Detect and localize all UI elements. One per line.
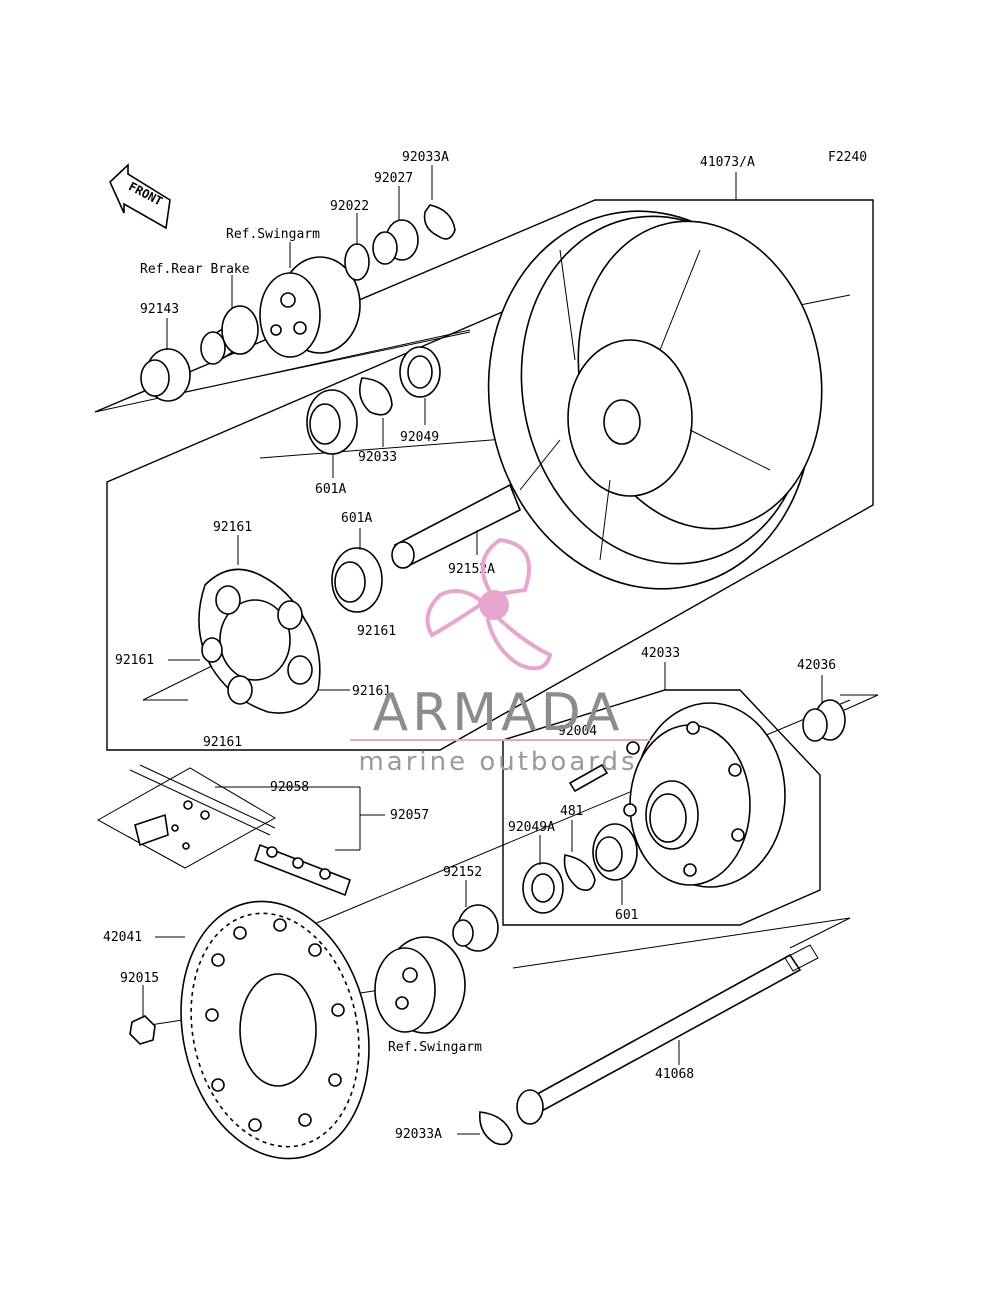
callout-92033A-top: 92033A <box>402 150 449 165</box>
callout-ref-swingarm-top: Ref.Swingarm <box>226 227 320 242</box>
callout-42041: 42041 <box>103 930 142 945</box>
part-92143-collar[interactable] <box>140 348 191 402</box>
part-601A-bearing-mid[interactable] <box>331 547 383 613</box>
callout-92022: 92022 <box>330 199 369 214</box>
propeller-logo-icon <box>425 537 553 671</box>
part-92015-nut[interactable] <box>129 1015 156 1045</box>
callout-42033: 42033 <box>641 646 680 661</box>
part-92022-washer[interactable] <box>344 243 370 281</box>
callout-92057: 92057 <box>390 808 429 823</box>
callout-601: 601 <box>615 908 638 923</box>
part-rear-brake-collar[interactable] <box>200 305 259 365</box>
part-92057-drive-chain[interactable] <box>96 764 351 897</box>
part-601-bearing[interactable] <box>592 823 638 881</box>
figure-code: F2240 <box>828 150 867 165</box>
callout-92049: 92049 <box>400 430 439 445</box>
callout-92161-e: 92161 <box>203 735 242 750</box>
callout-92161-c: 92161 <box>115 653 154 668</box>
callout-92004: 92004 <box>558 724 597 739</box>
callout-92143: 92143 <box>140 302 179 317</box>
callout-601A-top: 601A <box>315 482 346 497</box>
part-92049-oil-seal[interactable] <box>399 346 441 398</box>
part-92161-damper[interactable] <box>198 568 321 714</box>
part-42036-collar[interactable] <box>802 699 846 742</box>
callout-ref-rear-brake: Ref.Rear Brake <box>140 262 250 277</box>
callout-ref-swingarm-bottom: Ref.Swingarm <box>388 1040 482 1055</box>
part-92033-circlip[interactable] <box>359 377 393 416</box>
part-42041-sprocket[interactable] <box>158 884 392 1177</box>
part-92058-chain-link[interactable] <box>134 813 169 847</box>
callout-41073A: 41073/A <box>700 155 755 170</box>
part-rear-coupling-top[interactable] <box>259 256 361 358</box>
callout-92049A: 92049A <box>508 820 555 835</box>
part-92049A-oil-seal[interactable] <box>522 862 564 914</box>
part-41068-axle[interactable] <box>516 944 819 1125</box>
callout-92152A: 92152A <box>448 562 495 577</box>
watermark-title: ARMADA <box>373 683 624 743</box>
callout-42036: 42036 <box>797 658 836 673</box>
hub-group-outline <box>502 689 821 926</box>
callout-92027: 92027 <box>374 171 413 186</box>
part-92033A-circlip-top[interactable] <box>423 204 456 240</box>
part-92152A-spacer[interactable] <box>391 483 522 569</box>
wheel-group-outline <box>94 199 874 751</box>
watermark-subtitle: marine outboards <box>358 747 637 777</box>
callout-92161-b: 92161 <box>357 624 396 639</box>
callout-92015: 92015 <box>120 971 159 986</box>
callout-92033A-bottom: 92033A <box>395 1127 442 1142</box>
part-481-circlip[interactable] <box>563 854 596 891</box>
callout-92161-d: 92161 <box>352 684 391 699</box>
part-601A-bearing-top[interactable] <box>306 389 358 455</box>
callout-92152: 92152 <box>443 865 482 880</box>
part-92152-collar[interactable] <box>452 904 499 952</box>
part-41073A-rear-wheel[interactable] <box>454 181 850 619</box>
callout-481: 481 <box>560 804 583 819</box>
callout-92058: 92058 <box>270 780 309 795</box>
armada-watermark: ARMADA marine outboards <box>350 537 650 777</box>
part-92027-collar[interactable] <box>372 219 419 265</box>
callout-41068: 41068 <box>655 1067 694 1082</box>
part-92004-stud[interactable] <box>568 763 609 793</box>
callout-601A-mid: 601A <box>341 511 372 526</box>
front-arrow-icon: FRONT <box>109 163 171 230</box>
part-92033A-circlip-bottom[interactable] <box>478 1111 513 1146</box>
part-42033-hub[interactable] <box>623 702 786 888</box>
part-rear-coupling-bottom[interactable] <box>374 936 466 1034</box>
callout-92161-a: 92161 <box>213 520 252 535</box>
callout-92033: 92033 <box>358 450 397 465</box>
